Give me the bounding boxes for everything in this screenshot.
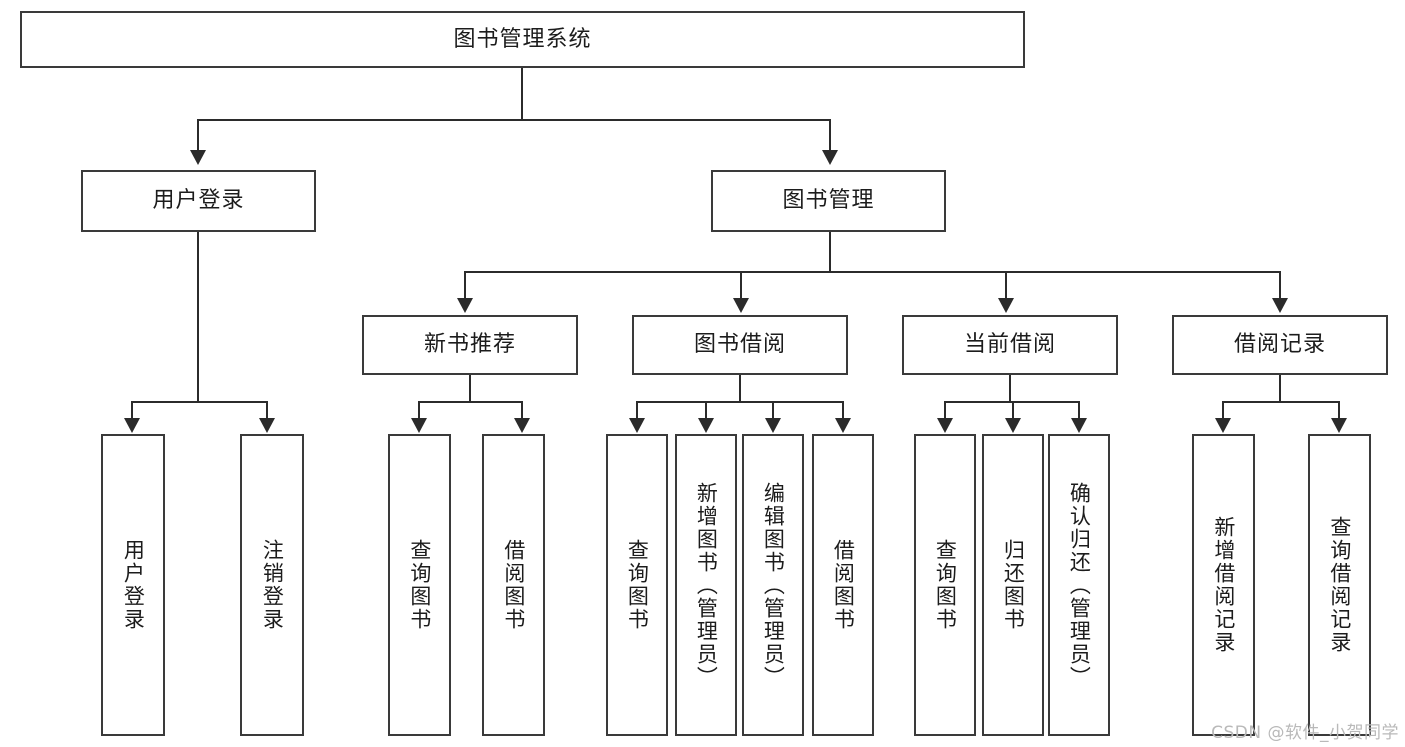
arrowhead-leaf-logout xyxy=(259,418,275,433)
leaf-add-borrow-record[interactable]: 新增借阅记录 xyxy=(1192,434,1255,736)
node-new-book-recommend[interactable]: 新书推荐 xyxy=(362,315,578,375)
node-user-login[interactable]: 用户登录 xyxy=(81,170,316,232)
node-book-borrow[interactable]: 图书借阅 xyxy=(632,315,848,375)
node-root-system[interactable]: 图书管理系统 xyxy=(20,11,1025,68)
connector-new-book-stem xyxy=(469,375,471,402)
node-label: 用户登录 xyxy=(152,188,245,214)
leaf-user-login[interactable]: 用户登录 xyxy=(101,434,165,736)
arrowhead-leaf-return-book xyxy=(1005,418,1021,433)
leaf-confirm-return-admin[interactable]: 确认归还（管理员） xyxy=(1048,434,1110,736)
connector-book-borrow-drop-4 xyxy=(842,401,844,420)
node-label: 用户登录 xyxy=(121,539,146,631)
connector-current-borrow-bus xyxy=(944,401,1079,403)
arrowhead-book-borrow xyxy=(733,298,749,313)
node-current-borrow[interactable]: 当前借阅 xyxy=(902,315,1118,375)
connector-book-borrow-drop-3 xyxy=(772,401,774,420)
leaf-logout[interactable]: 注销登录 xyxy=(240,434,304,736)
node-label: 归还图书 xyxy=(1001,539,1026,631)
leaf-query-book-1[interactable]: 查询图书 xyxy=(388,434,451,736)
arrowhead-leaf-query-record xyxy=(1331,418,1347,433)
leaf-query-book-3[interactable]: 查询图书 xyxy=(914,434,976,736)
connector-borrow-record-stem xyxy=(1279,375,1281,402)
arrowhead-leaf-user-login xyxy=(124,418,140,433)
connector-root-bus xyxy=(197,119,831,121)
node-label: 注销登录 xyxy=(260,539,285,631)
node-label: 确认归还（管理员） xyxy=(1067,481,1092,689)
watermark-text: CSDN @软件_小贺同学 xyxy=(1211,723,1399,743)
connector-current-borrow-drop-2 xyxy=(1012,401,1014,420)
leaf-edit-book-admin[interactable]: 编辑图书（管理员） xyxy=(742,434,804,736)
arrowhead-leaf-borrow-book-1 xyxy=(514,418,530,433)
arrowhead-leaf-edit-book xyxy=(765,418,781,433)
connector-book-borrow-bus xyxy=(636,401,844,403)
connector-book-mgmt-stem xyxy=(829,232,831,272)
node-label: 编辑图书（管理员） xyxy=(761,481,786,689)
arrowhead-borrow-record xyxy=(1272,298,1288,313)
connector-new-book-bus xyxy=(418,401,522,403)
connector-book-mgmt-drop-3 xyxy=(1005,271,1007,300)
node-label: 查询图书 xyxy=(407,539,432,631)
connector-book-borrow-drop-2 xyxy=(705,401,707,420)
connector-root-to-book-mgmt xyxy=(829,119,831,151)
arrowhead-leaf-add-book xyxy=(698,418,714,433)
node-label: 图书管理 xyxy=(782,188,875,214)
node-label: 借阅记录 xyxy=(1233,332,1326,358)
node-label: 新书推荐 xyxy=(423,332,516,358)
connector-user-login-drop-2 xyxy=(266,401,268,420)
connector-book-borrow-stem xyxy=(739,375,741,402)
leaf-borrow-book-1[interactable]: 借阅图书 xyxy=(482,434,545,736)
node-label: 借阅图书 xyxy=(831,539,856,631)
connector-borrow-record-bus xyxy=(1222,401,1339,403)
connector-new-book-drop-1 xyxy=(418,401,420,420)
connector-borrow-record-drop-1 xyxy=(1222,401,1224,420)
leaf-borrow-book-2[interactable]: 借阅图书 xyxy=(812,434,874,736)
leaf-query-borrow-record[interactable]: 查询借阅记录 xyxy=(1308,434,1371,736)
connector-user-login-bus xyxy=(131,401,267,403)
connector-current-borrow-drop-3 xyxy=(1078,401,1080,420)
node-label: 新增图书（管理员） xyxy=(694,481,719,689)
leaf-query-book-2[interactable]: 查询图书 xyxy=(606,434,668,736)
connector-borrow-record-drop-2 xyxy=(1338,401,1340,420)
node-label: 查询图书 xyxy=(933,539,958,631)
arrowhead-root-to-book-mgmt xyxy=(822,150,838,165)
arrowhead-leaf-query-book-1 xyxy=(411,418,427,433)
node-label: 当前借阅 xyxy=(963,332,1056,358)
connector-current-borrow-drop-1 xyxy=(944,401,946,420)
node-label: 新增借阅记录 xyxy=(1211,516,1236,654)
connector-user-login-drop-1 xyxy=(131,401,133,420)
arrowhead-leaf-query-book-3 xyxy=(937,418,953,433)
connector-book-mgmt-drop-2 xyxy=(740,271,742,300)
connector-new-book-drop-2 xyxy=(521,401,523,420)
arrowhead-current-borrow xyxy=(998,298,1014,313)
connector-book-mgmt-bus xyxy=(464,271,1281,273)
node-label: 查询图书 xyxy=(625,539,650,631)
node-label: 图书借阅 xyxy=(693,332,786,358)
connector-root-stem xyxy=(521,68,523,120)
arrowhead-leaf-add-record xyxy=(1215,418,1231,433)
arrowhead-leaf-confirm-return xyxy=(1071,418,1087,433)
node-label: 图书管理系统 xyxy=(453,26,592,52)
arrowhead-leaf-borrow-book-2 xyxy=(835,418,851,433)
leaf-return-book[interactable]: 归还图书 xyxy=(982,434,1044,736)
arrowhead-leaf-query-book-2 xyxy=(629,418,645,433)
node-book-management[interactable]: 图书管理 xyxy=(711,170,946,232)
connector-current-borrow-stem xyxy=(1009,375,1011,402)
arrowhead-new-book-rec xyxy=(457,298,473,313)
leaf-add-book-admin[interactable]: 新增图书（管理员） xyxy=(675,434,737,736)
arrowhead-root-to-user-login xyxy=(190,150,206,165)
connector-user-login-stem xyxy=(197,232,199,402)
node-borrow-record[interactable]: 借阅记录 xyxy=(1172,315,1388,375)
node-label: 查询借阅记录 xyxy=(1327,516,1352,654)
connector-root-to-user-login xyxy=(197,119,199,151)
connector-book-mgmt-drop-1 xyxy=(464,271,466,300)
connector-book-mgmt-drop-4 xyxy=(1279,271,1281,300)
connector-book-borrow-drop-1 xyxy=(636,401,638,420)
node-label: 借阅图书 xyxy=(501,539,526,631)
